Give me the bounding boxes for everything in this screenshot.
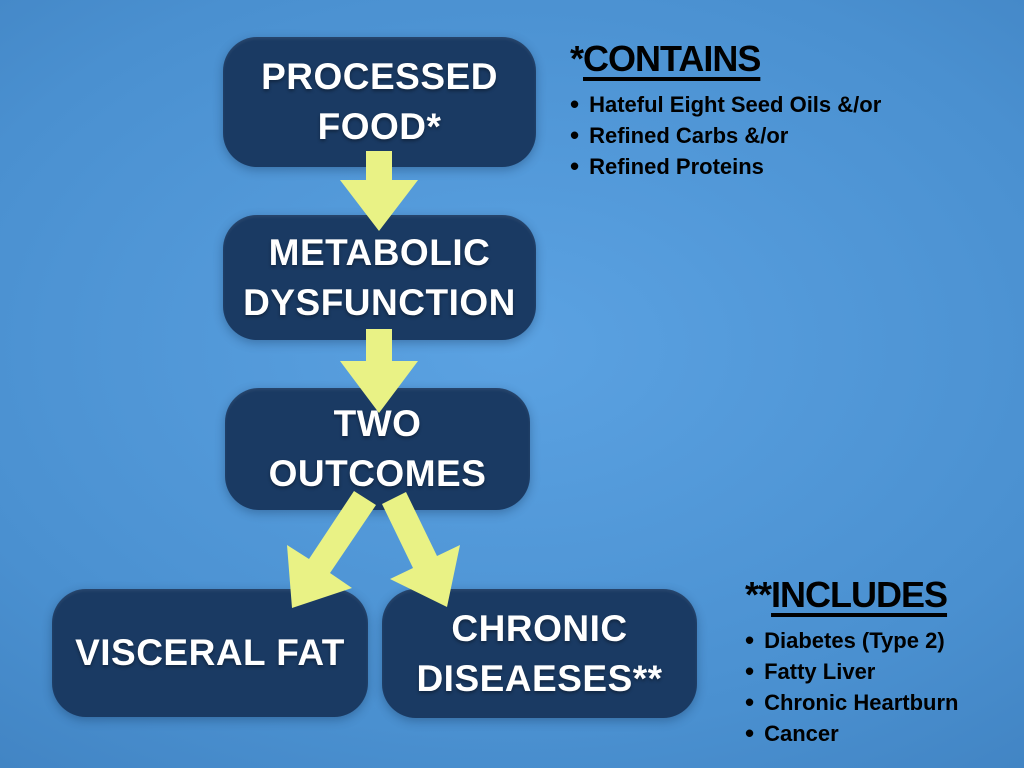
flow-node-two-outcomes-label: TWO OUTCOMES xyxy=(268,403,487,494)
includes-note-item: Chronic Heartburn xyxy=(745,687,958,718)
contains-note-list: Hateful Eight Seed Oils &/or Refined Car… xyxy=(570,89,881,182)
contains-note-item: Refined Carbs &/or xyxy=(570,120,881,151)
contains-note-title-text: CONTAINS xyxy=(583,38,761,79)
flow-node-processed-food-label: PROCESSED FOOD* xyxy=(261,56,498,147)
flow-node-visceral-fat: VISCERAL FAT xyxy=(52,589,368,717)
contains-note-asterisk: * xyxy=(570,38,584,79)
includes-note-item: Cancer xyxy=(745,718,958,749)
contains-note-title: *CONTAINS xyxy=(570,38,881,79)
includes-note-item: Fatty Liver xyxy=(745,656,958,687)
includes-note-asterisks: ** xyxy=(745,574,772,615)
includes-note-item: Diabetes (Type 2) xyxy=(745,625,958,656)
flow-node-two-outcomes: TWO OUTCOMES xyxy=(225,388,530,510)
flow-node-chronic-diseases-label: CHRONIC DISEAESES** xyxy=(416,607,663,699)
flow-node-processed-food: PROCESSED FOOD* xyxy=(223,37,536,167)
flow-node-metabolic-dysfunction-label: METABOLIC DYSFUNCTION xyxy=(243,231,516,323)
includes-note-list: Diabetes (Type 2) Fatty Liver Chronic He… xyxy=(745,625,958,749)
includes-note-title: **INCLUDES xyxy=(745,574,958,615)
flow-node-chronic-diseases: CHRONIC DISEAESES** xyxy=(382,589,697,718)
contains-note-item: Hateful Eight Seed Oils &/or xyxy=(570,89,881,120)
flow-node-metabolic-dysfunction: METABOLIC DYSFUNCTION xyxy=(223,215,536,340)
contains-note: *CONTAINS Hateful Eight Seed Oils &/or R… xyxy=(570,38,881,182)
flow-node-visceral-fat-label: VISCERAL FAT xyxy=(75,632,345,673)
includes-note-title-text: INCLUDES xyxy=(771,574,948,615)
includes-note: **INCLUDES Diabetes (Type 2) Fatty Liver… xyxy=(745,574,958,749)
contains-note-item: Refined Proteins xyxy=(570,151,881,182)
